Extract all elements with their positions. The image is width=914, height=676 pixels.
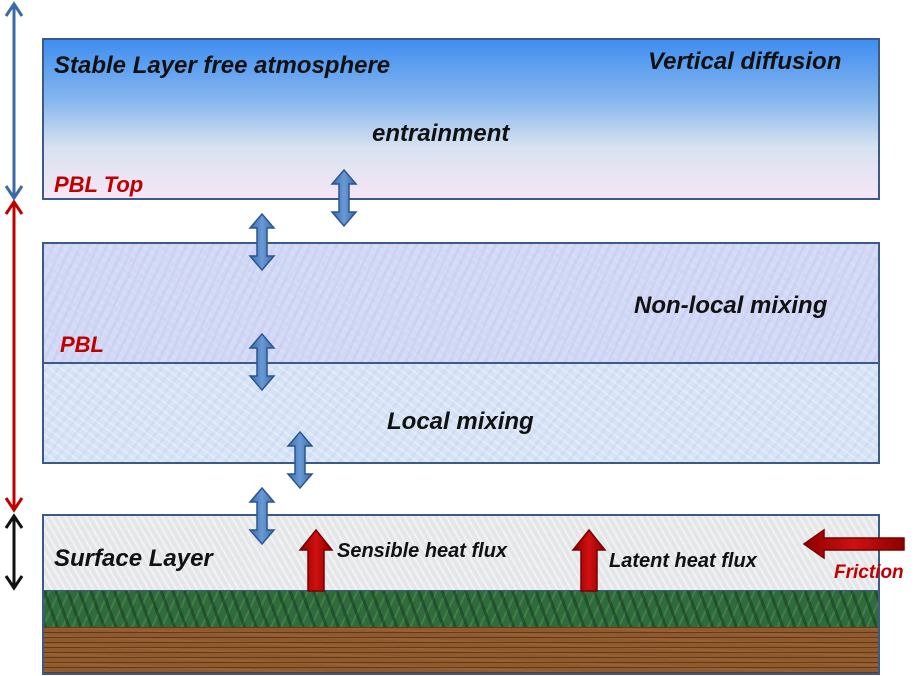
pbl-top-label: PBL Top	[54, 172, 144, 197]
surface-range-arrow	[4, 513, 24, 591]
free-atmosphere-layer	[42, 38, 880, 200]
latent-heat-flux-arrow-icon	[571, 528, 607, 592]
friction-arrow-icon	[802, 528, 905, 560]
pbl-layer	[42, 242, 880, 464]
double-arrow-icon	[248, 486, 276, 546]
latent-heat-flux-label: Latent heat flux	[609, 550, 757, 572]
double-arrow-icon	[248, 332, 276, 392]
pbl-divider-line	[44, 362, 878, 364]
sensible-heat-flux-label: Sensible heat flux	[337, 540, 508, 562]
pbl-range-arrow	[4, 199, 24, 513]
non-local-mixing-label: Non-local mixing	[634, 292, 828, 319]
pbl-label: PBL	[60, 332, 104, 357]
double-arrow-icon	[330, 168, 358, 228]
local-mixing-label: Local mixing	[387, 408, 534, 435]
surface-layer-label: Surface Layer	[54, 545, 213, 572]
vertical-diffusion-label: Vertical diffusion	[648, 48, 842, 75]
double-arrow-icon	[286, 430, 314, 490]
soil-strip	[42, 627, 880, 675]
non-local-mixing-region	[44, 244, 878, 362]
vegetation-strip	[42, 591, 880, 627]
double-arrow-icon	[248, 212, 276, 272]
entrainment-label: entrainment	[372, 120, 510, 147]
stable-layer-label: Stable Layer free atmosphere	[54, 52, 391, 79]
free-atmosphere-range-arrow	[4, 1, 24, 201]
surface-layer	[42, 514, 880, 592]
friction-label: Friction	[834, 562, 904, 583]
sensible-heat-flux-arrow-icon	[298, 528, 334, 592]
